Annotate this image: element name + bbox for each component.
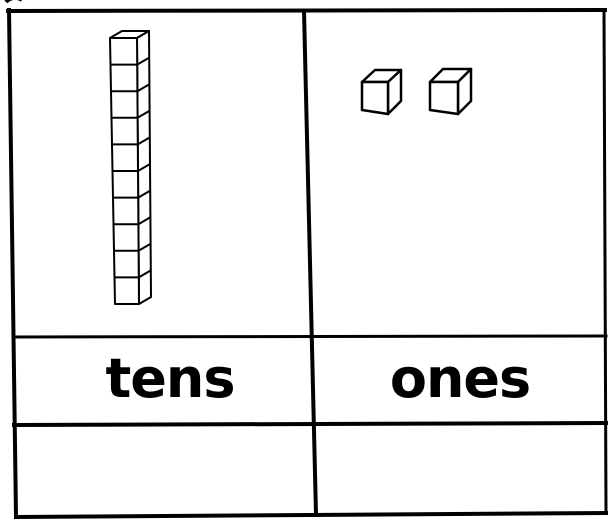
- ones-column-header: ones: [345, 352, 575, 406]
- ten-rod-block: [110, 31, 151, 304]
- tens-column-header: tens: [60, 352, 280, 406]
- unit-cube-1: [362, 70, 401, 114]
- corner-mark: [6, 0, 22, 2]
- unit-cube-2: [430, 69, 471, 114]
- ones-answer-cell[interactable]: [318, 428, 602, 510]
- tens-answer-cell[interactable]: [18, 430, 303, 512]
